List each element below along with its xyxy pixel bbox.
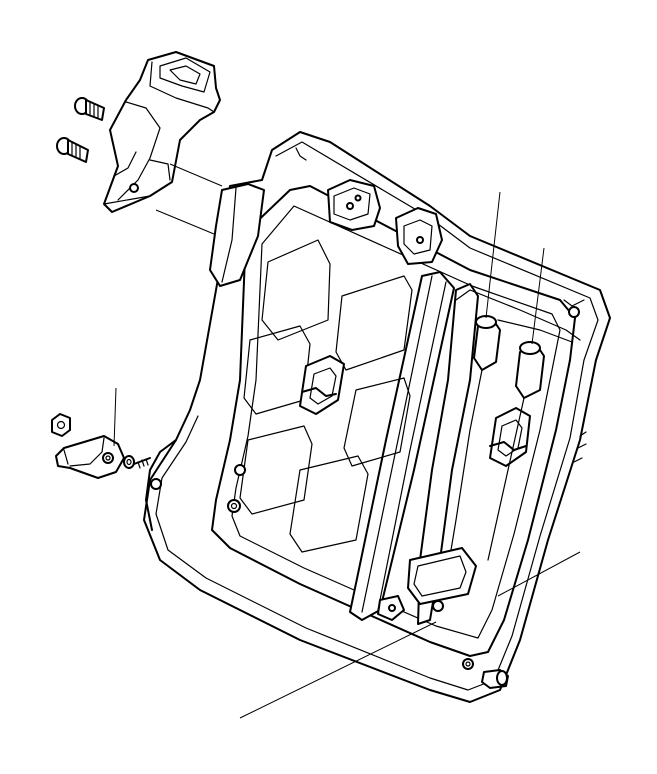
screw-upper [74,97,105,121]
latch-tube-left [473,315,501,371]
seat-back-frame [143,131,611,703]
leader-lines [113,191,581,719]
upper-bracket [103,51,221,213]
washer [123,455,135,469]
leader-latch-left [485,191,501,319]
leader-latch-right [531,247,545,345]
lower-pivot-stud [133,457,151,469]
screws [56,97,105,163]
lower-hinge-bracket [55,435,125,479]
leader-hinge-bracket [113,387,117,447]
screw-lower [56,137,89,163]
pivot-pin [481,669,509,689]
leader-right-panel [497,551,581,597]
latch-tube-right [515,341,545,399]
alignment-lines [155,163,223,235]
leader-bottom [239,621,437,719]
nut [51,413,71,437]
